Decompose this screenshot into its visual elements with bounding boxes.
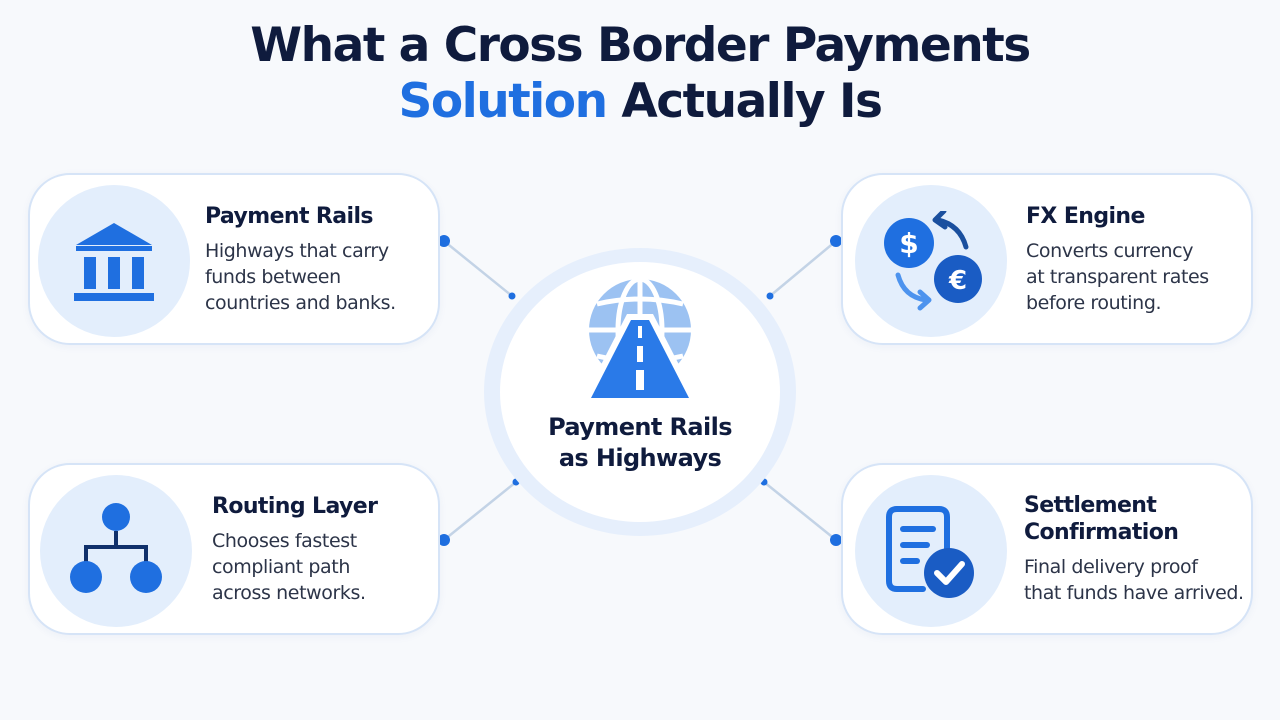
title-accent-word: Solution — [398, 74, 609, 129]
connector-fx-engine — [769, 240, 837, 297]
card-text: Payment Rails Highways that carry funds … — [205, 175, 396, 343]
page-title: What a Cross Border Payments Solution Ac… — [0, 18, 1280, 130]
connector-dot — [766, 292, 774, 300]
connector-payment-rails — [443, 240, 513, 297]
card-description: Chooses fastest compliant path across ne… — [212, 529, 366, 604]
card-text: FX Engine Converts currency at transpare… — [1026, 175, 1209, 343]
icon-circle: $ € — [855, 185, 1007, 337]
card-title: Routing Layer — [212, 493, 378, 519]
bank-icon — [74, 223, 154, 301]
icon-circle — [40, 475, 192, 627]
currency-exchange-icon: $ € — [884, 211, 982, 311]
connector-dot — [508, 292, 516, 300]
connector-settlement — [763, 481, 837, 541]
card-routing-layer: Routing Layer Chooses fastest compliant … — [28, 463, 440, 635]
card-title: FX Engine — [1026, 203, 1145, 229]
icon-circle — [38, 185, 190, 337]
document-check-icon — [886, 506, 974, 598]
card-fx-engine: $ € FX Engine Converts currency at trans… — [841, 173, 1253, 345]
hub-label-line-2: as Highways — [558, 444, 722, 472]
card-description: Highways that carry funds between countr… — [205, 239, 396, 314]
title-line-1: What a Cross Border Payments — [250, 18, 1031, 73]
connector-dot — [438, 235, 450, 247]
title-line-2-rest: Actually Is — [606, 74, 883, 129]
hub-label: Payment Rails as Highways — [500, 412, 780, 474]
svg-text:€: € — [948, 266, 967, 296]
card-description: Final delivery proof that funds have arr… — [1024, 556, 1244, 604]
connector-dot — [830, 235, 842, 247]
connector-routing-layer — [443, 481, 517, 541]
svg-text:$: $ — [899, 227, 918, 260]
globe-highway-icon — [583, 276, 697, 400]
card-text: Routing Layer Chooses fastest compliant … — [212, 465, 378, 633]
card-settlement-confirmation: Settlement Confirmation Final delivery p… — [841, 463, 1253, 635]
icon-circle — [855, 475, 1007, 627]
hub-label-line-1: Payment Rails — [548, 413, 732, 441]
card-description: Converts currency at transparent rates b… — [1026, 239, 1209, 314]
card-text: Settlement Confirmation Final delivery p… — [1024, 465, 1244, 633]
connector-dot — [438, 534, 450, 546]
card-payment-rails: Payment Rails Highways that carry funds … — [28, 173, 440, 345]
title-line-2: Solution Actually Is — [0, 74, 1280, 130]
network-tree-icon — [70, 503, 162, 593]
connector-dot — [830, 534, 842, 546]
card-title: Payment Rails — [205, 203, 373, 229]
card-title: Settlement Confirmation — [1024, 493, 1179, 545]
